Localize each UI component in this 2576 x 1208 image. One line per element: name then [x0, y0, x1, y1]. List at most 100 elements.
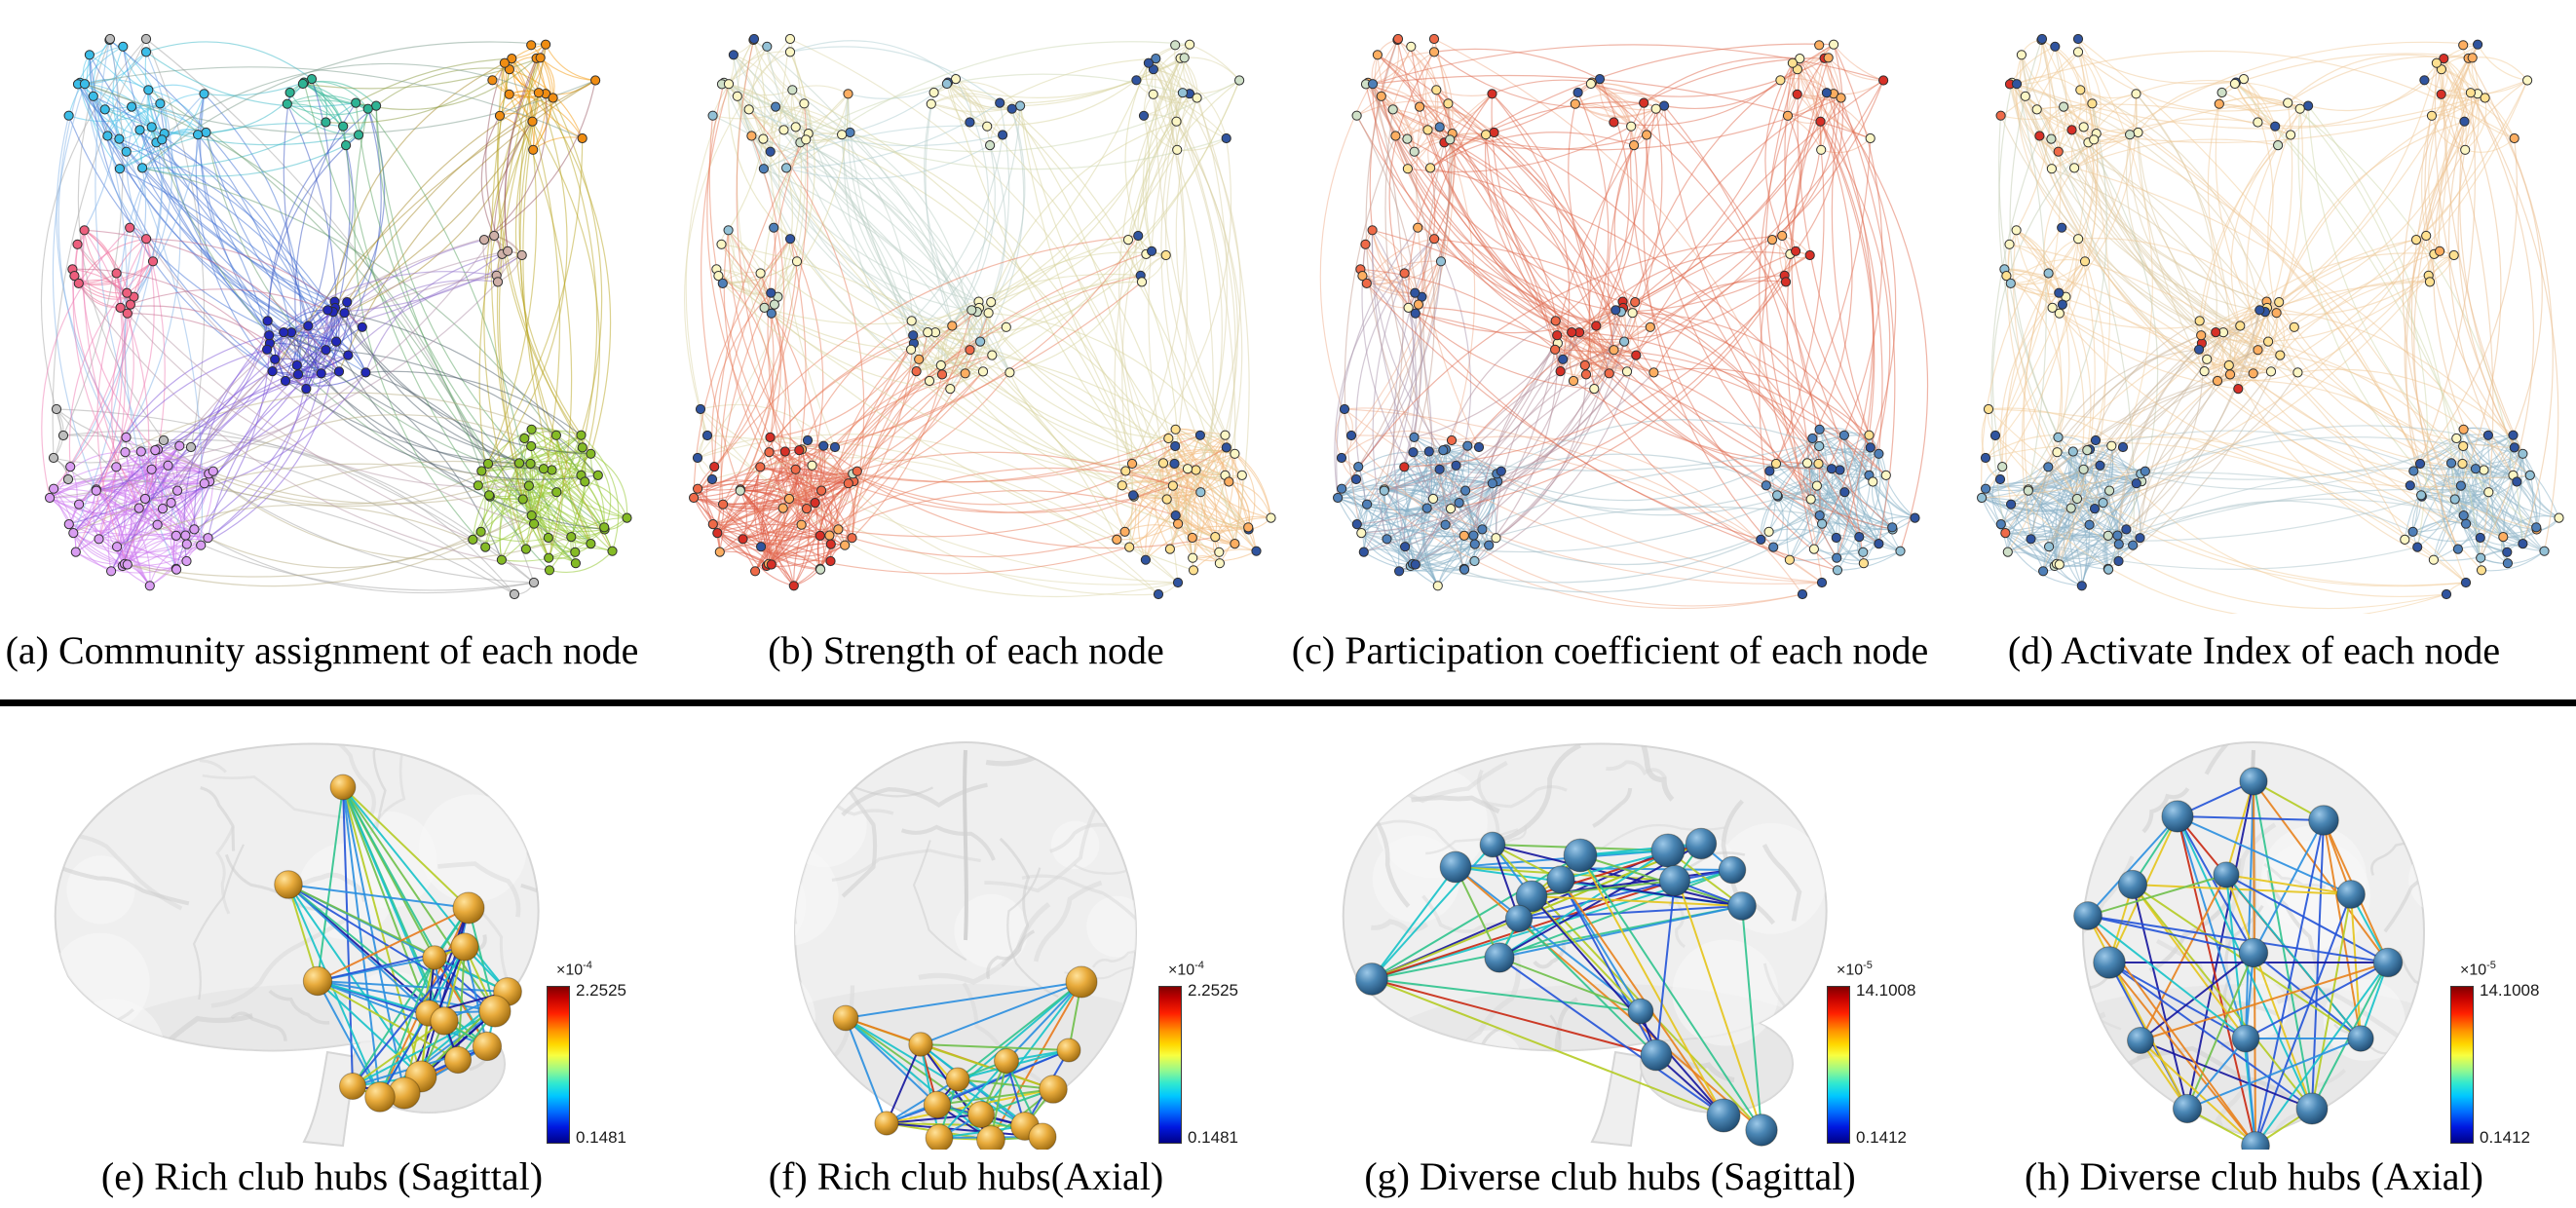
graph-node: [796, 519, 807, 530]
graph-node: [1477, 524, 1488, 535]
connection-edge: [2254, 893, 2352, 1147]
graph-edge: [96, 238, 147, 565]
graph-edge: [930, 103, 988, 128]
graph-node: [1408, 447, 1419, 458]
graph-node: [170, 530, 181, 542]
graph-edge: [75, 370, 340, 552]
graph-edge: [116, 472, 209, 547]
hub-node: [967, 1101, 995, 1128]
graph-node: [1170, 510, 1181, 521]
graph-edge: [1826, 92, 1875, 558]
graph-edge: [98, 334, 270, 540]
graph-edge: [706, 434, 1179, 585]
graph-edge: [2457, 447, 2516, 550]
graph-node: [2224, 369, 2236, 380]
graph-edge: [848, 82, 949, 99]
graph-edge: [693, 472, 853, 510]
hub-node: [832, 1004, 859, 1032]
graph-edge: [1629, 126, 1838, 571]
graph-edge: [2459, 121, 2515, 435]
graph-edge: [1372, 229, 1628, 372]
graph-node: [2275, 350, 2286, 360]
graph-node: [1874, 539, 1884, 549]
graph-node: [713, 271, 724, 282]
graph-node: [1629, 140, 1640, 151]
graph-edge: [969, 349, 1243, 476]
graph-edge: [1463, 355, 1637, 570]
graph-node: [758, 133, 769, 144]
graph-edge: [2443, 57, 2515, 139]
graph-node: [1811, 480, 1823, 491]
graph-node: [1878, 75, 1889, 86]
graph-node: [519, 433, 530, 444]
graph-edge: [2274, 126, 2482, 571]
graph-edge: [127, 528, 195, 565]
graph-node: [1808, 544, 1820, 554]
graph-edge: [531, 514, 605, 529]
graph-edge: [771, 52, 815, 315]
graph-edge: [67, 478, 515, 595]
graph-edge: [2023, 273, 2050, 491]
graph-node: [1763, 526, 1774, 537]
graph-node: [548, 93, 558, 103]
colorbar-f: ×10-4 2.2525 0.1481: [1158, 960, 1266, 1154]
hub-node: [1504, 904, 1534, 933]
graph-node: [1487, 478, 1497, 489]
graph-edge: [522, 93, 553, 471]
graph-edge: [346, 301, 531, 465]
graph-edge: [1414, 436, 1466, 491]
graph-node: [172, 485, 183, 496]
graph-node: [535, 53, 546, 63]
hub-node: [302, 965, 333, 997]
graph-node: [1835, 465, 1845, 475]
graph-edge: [56, 115, 127, 438]
graph-edge: [483, 94, 548, 241]
graph-edge: [1429, 167, 1871, 476]
graph-node: [125, 299, 135, 310]
graph-edge: [2057, 434, 2489, 480]
graph-edge: [2307, 105, 2537, 528]
graph-edge: [716, 451, 1174, 534]
graph-edge: [2139, 325, 2241, 539]
graph-node: [784, 33, 796, 45]
hub-node: [1546, 865, 1575, 894]
graph-edge: [1837, 550, 1901, 571]
hub-node: [908, 1032, 933, 1057]
graph-node: [1780, 277, 1792, 287]
connection-edge: [920, 1043, 1054, 1090]
connection-edge: [1492, 844, 1743, 907]
graph-edge: [325, 349, 599, 476]
graph-edge: [2140, 437, 2457, 490]
connection-edge: [2132, 884, 2352, 895]
graph-node: [1161, 494, 1172, 505]
graph-node: [114, 164, 126, 174]
graph-edge: [1367, 82, 1435, 453]
graph-edge: [1356, 100, 1449, 117]
graph-node: [351, 97, 361, 108]
graph-edge: [130, 142, 163, 305]
graph-node: [2036, 33, 2048, 45]
graph-node: [1558, 354, 1569, 364]
hub-node: [1650, 833, 1686, 868]
graph-node: [586, 539, 596, 549]
graph-edge: [1415, 491, 1845, 584]
graph-edge: [142, 102, 357, 170]
connection-edge: [920, 1043, 940, 1139]
graph-node: [2235, 321, 2246, 331]
graph-edge: [2201, 275, 2430, 343]
graph-edge: [1357, 133, 1454, 468]
graph-node: [181, 539, 192, 549]
graph-node: [2449, 494, 2460, 505]
graph-node: [718, 499, 729, 510]
graph-edge: [208, 414, 525, 474]
graph-edge: [1199, 434, 1272, 518]
graph-node: [2518, 539, 2528, 549]
graph-node: [728, 50, 739, 60]
graph-edge: [1366, 283, 1838, 571]
graph-edge: [1410, 482, 1494, 567]
graph-edge: [84, 84, 147, 240]
graph-edge: [1117, 523, 1179, 541]
graph-node: [762, 41, 773, 52]
connection-edge: [342, 786, 470, 909]
graph-node: [1170, 440, 1181, 452]
